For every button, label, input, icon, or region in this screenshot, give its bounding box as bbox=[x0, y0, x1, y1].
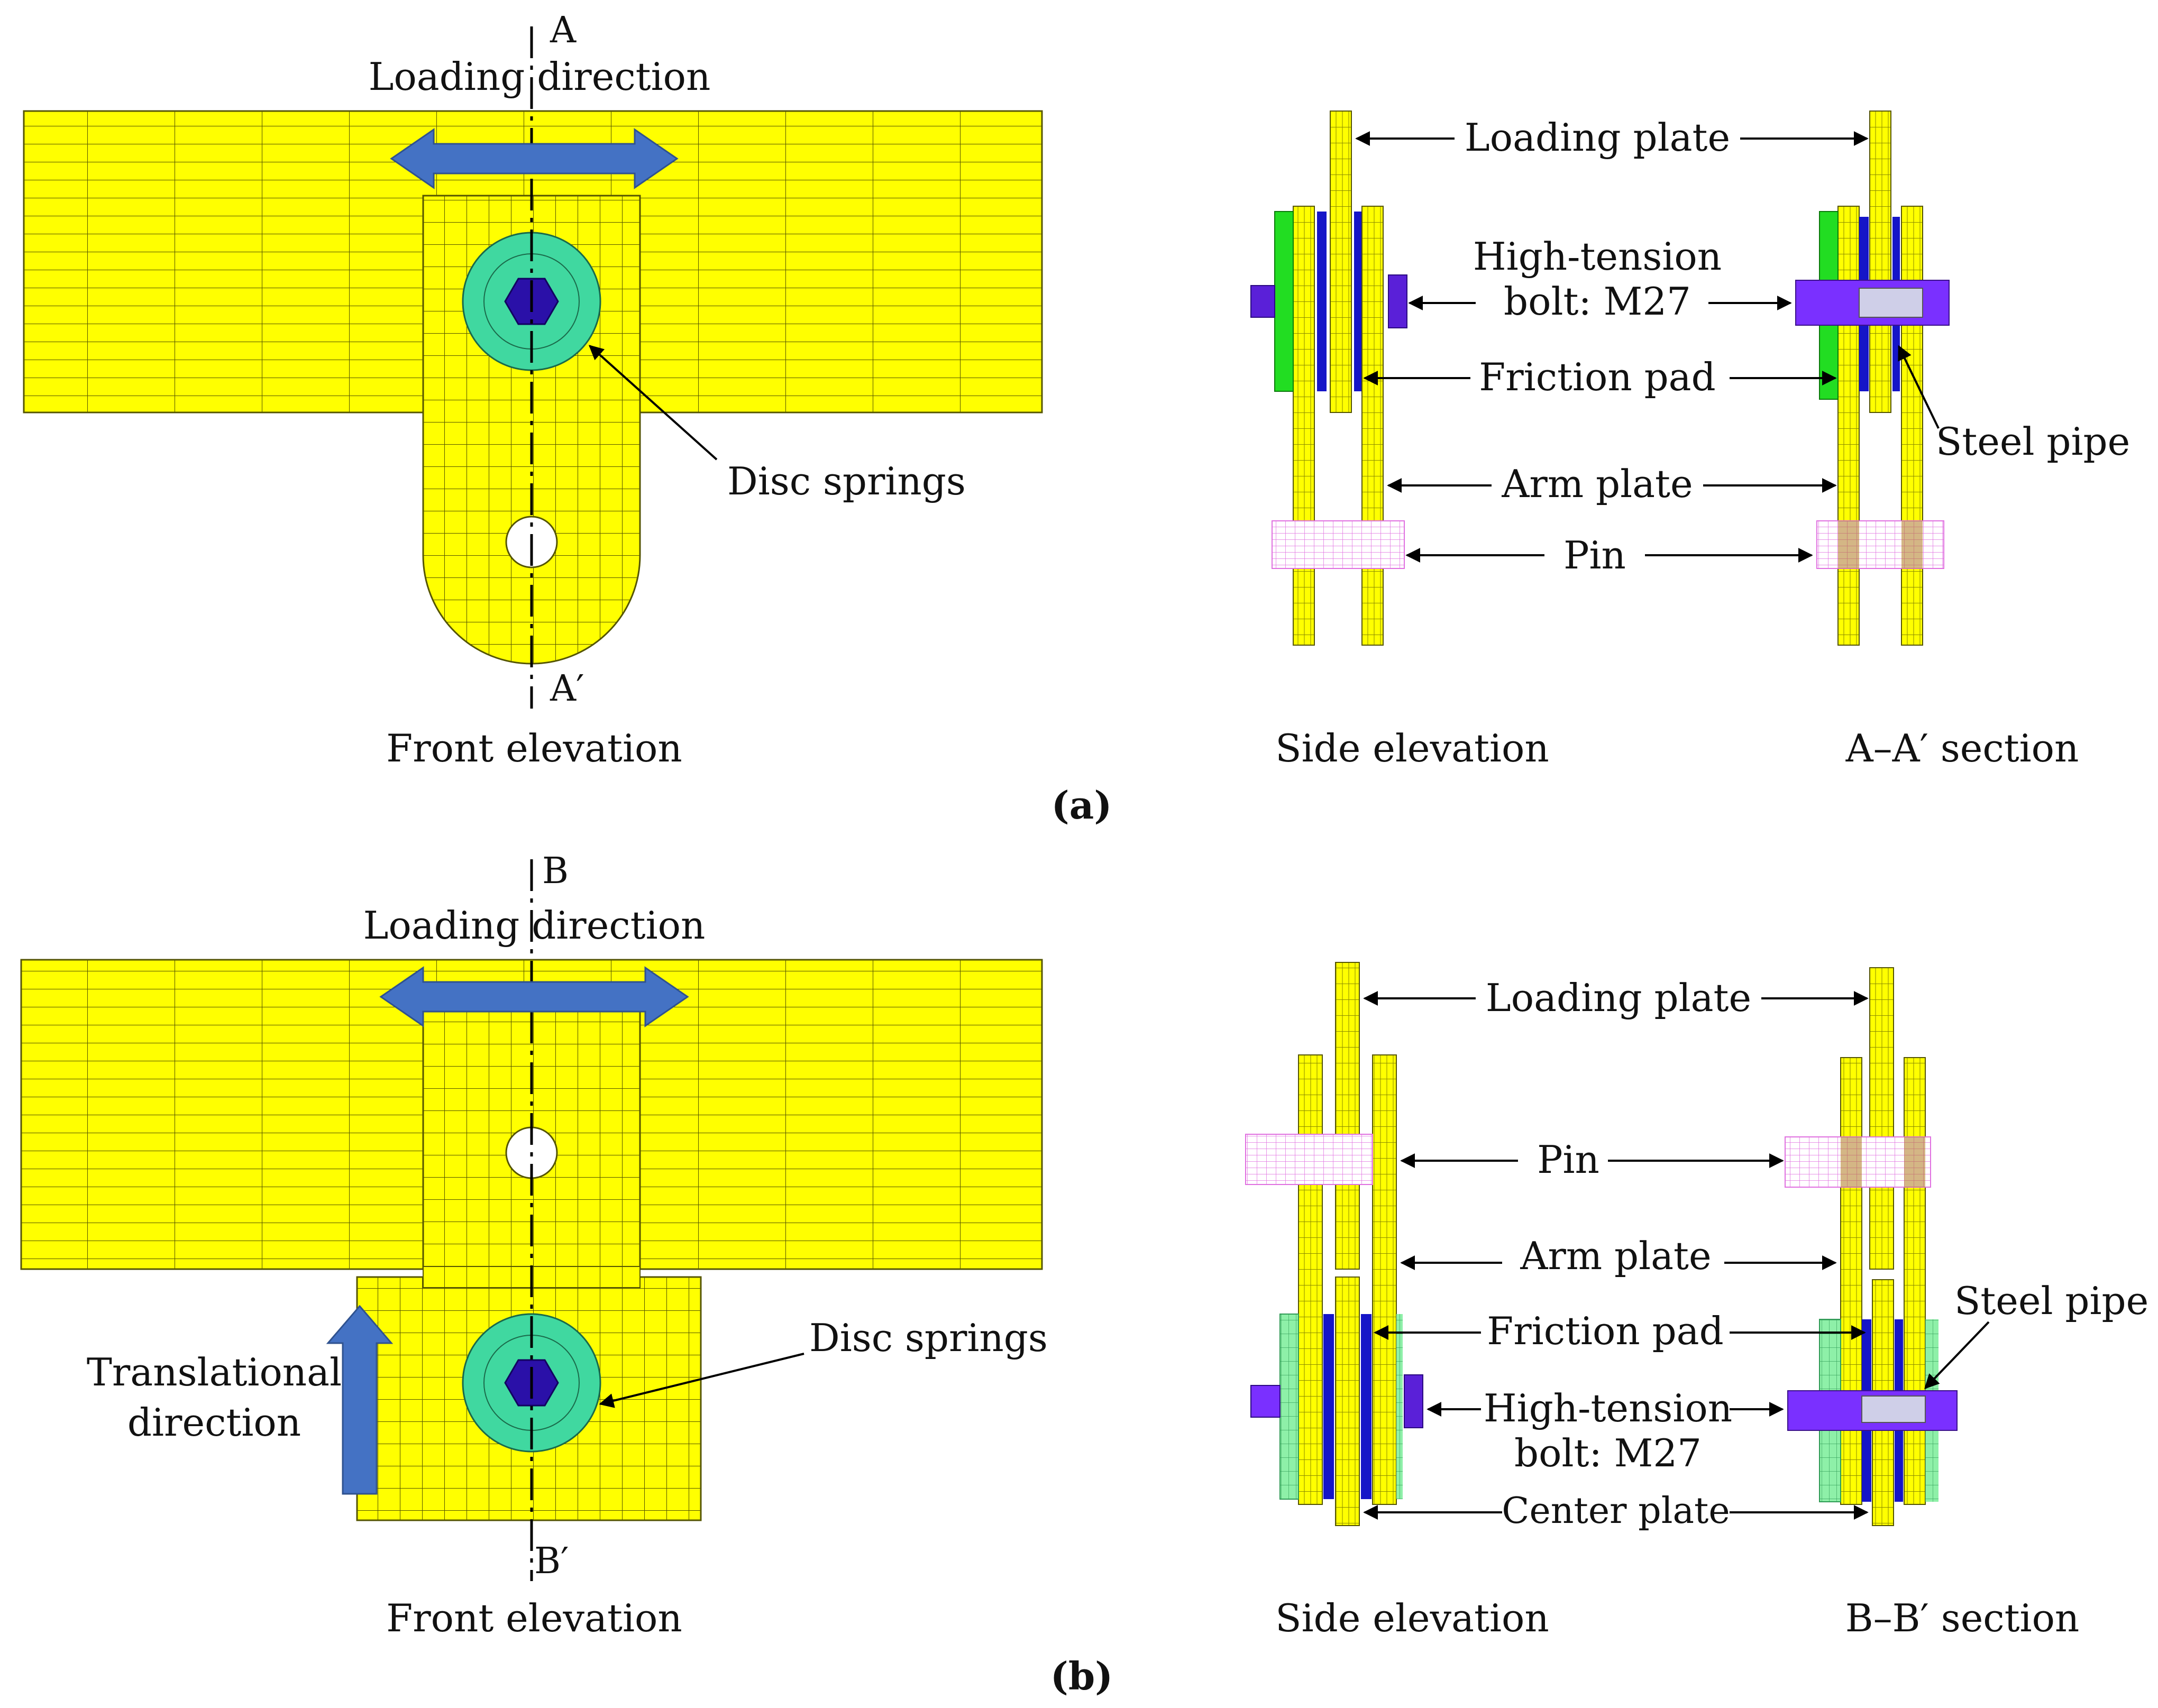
pin-label: Pin bbox=[1537, 1137, 1599, 1182]
friction-pad-left bbox=[1323, 1314, 1334, 1499]
pin-section bbox=[1816, 520, 1944, 569]
section-label-bottom: A′ bbox=[550, 668, 584, 710]
friction-pad-label: Friction pad bbox=[1487, 1309, 1723, 1353]
panel-a-section-a bbox=[1795, 111, 1950, 646]
washer-green bbox=[1279, 1314, 1299, 1500]
translational-label-line2: direction bbox=[127, 1400, 301, 1445]
translational-label-line1: Translational bbox=[87, 1350, 342, 1394]
arm-plate-strip-right bbox=[1372, 1054, 1397, 1505]
panel-a-label: (a) bbox=[1051, 783, 1112, 828]
arm-plate-strip-right bbox=[1361, 206, 1384, 646]
arm-plate-strip-left bbox=[1298, 1054, 1323, 1505]
panel-b-front-elevation: B Loading direction Disc springs Transla… bbox=[20, 850, 1048, 1640]
section-label-top: A bbox=[550, 10, 577, 51]
bolt-head-right bbox=[1404, 1374, 1423, 1428]
panel-b-side-labels: Loading plate Pin Arm plate Friction pad… bbox=[1275, 976, 2148, 1640]
disc-springs-label: Disc springs bbox=[809, 1316, 1048, 1360]
arm-plate-label: Arm plate bbox=[1501, 462, 1693, 506]
loading-direction-label: Loading direction bbox=[363, 903, 706, 948]
loading-direction-arrow bbox=[379, 966, 689, 1027]
front-elevation-caption: Front elevation bbox=[386, 726, 682, 770]
translational-direction-arrow bbox=[326, 1305, 394, 1495]
section-caption: B–B′ section bbox=[1845, 1596, 2080, 1640]
loading-plate-strip bbox=[1869, 111, 1891, 413]
panel-b-side-elevation bbox=[1245, 962, 1423, 1526]
bolt-label-line1: High-tension bbox=[1473, 234, 1722, 279]
pin-side bbox=[1245, 1134, 1373, 1185]
loading-direction-arrow bbox=[390, 128, 679, 189]
loading-plate-strip bbox=[1335, 962, 1360, 1270]
section-label-top: B bbox=[542, 850, 569, 892]
arm-plate-label: Arm plate bbox=[1520, 1234, 1711, 1278]
friction-pad-right bbox=[1361, 1314, 1371, 1499]
loading-plate-strip bbox=[1869, 967, 1894, 1270]
bolt-label-line1: High-tension bbox=[1484, 1386, 1732, 1430]
side-elevation-caption: Side elevation bbox=[1275, 726, 1549, 770]
steel-pipe bbox=[1859, 288, 1923, 318]
loading-plate-label: Loading plate bbox=[1486, 976, 1751, 1020]
friction-pad-right bbox=[1354, 212, 1361, 391]
friction-pad-label: Friction pad bbox=[1479, 355, 1715, 399]
side-elevation-caption: Side elevation bbox=[1275, 1596, 1549, 1640]
arm-plate-strip-left bbox=[1293, 206, 1315, 646]
center-plate-label: Center plate bbox=[1502, 1490, 1730, 1532]
pin-side bbox=[1272, 520, 1405, 569]
panel-b-label: (b) bbox=[1050, 1654, 1113, 1698]
loading-plate-strip bbox=[1330, 111, 1352, 413]
friction-pad-left bbox=[1317, 212, 1327, 391]
washer-green bbox=[1274, 211, 1294, 392]
loading-direction-label: Loading direction bbox=[369, 54, 711, 99]
steel-pipe bbox=[1861, 1395, 1926, 1423]
section-caption: A–A′ section bbox=[1845, 726, 2079, 770]
arm-plate-strip-left bbox=[1837, 206, 1860, 646]
loading-plate-label: Loading plate bbox=[1465, 115, 1730, 160]
bolt-head-right bbox=[1388, 274, 1407, 328]
panel-a-front-elevation: A Loading direction Disc springs A′ Fron… bbox=[23, 10, 1043, 770]
bolt-label-line2: bolt: M27 bbox=[1514, 1431, 1702, 1475]
panel-b-section-b bbox=[1785, 967, 1958, 1526]
pin-label: Pin bbox=[1563, 533, 1626, 577]
center-plate-strip bbox=[1335, 1277, 1360, 1526]
front-elevation-caption: Front elevation bbox=[386, 1596, 682, 1640]
panel-a-side-elevation bbox=[1250, 111, 1407, 646]
bolt-head-left bbox=[1250, 285, 1275, 318]
section-label-bottom: B′ bbox=[534, 1540, 569, 1582]
steel-pipe-label: Steel pipe bbox=[1936, 419, 2130, 464]
arm-plate-strip-left bbox=[1840, 1057, 1862, 1505]
arm-plate-strip-right bbox=[1901, 206, 1923, 646]
arm-plate-strip-right bbox=[1904, 1057, 1926, 1505]
steel-pipe-label: Steel pipe bbox=[1954, 1279, 2148, 1323]
disc-springs-label: Disc springs bbox=[727, 459, 966, 503]
panel-a-side-labels: Loading plate High-tension bolt: M27 Fri… bbox=[1275, 115, 2130, 770]
bolt-head-left bbox=[1250, 1385, 1281, 1418]
bolt-label-line2: bolt: M27 bbox=[1504, 279, 1691, 324]
